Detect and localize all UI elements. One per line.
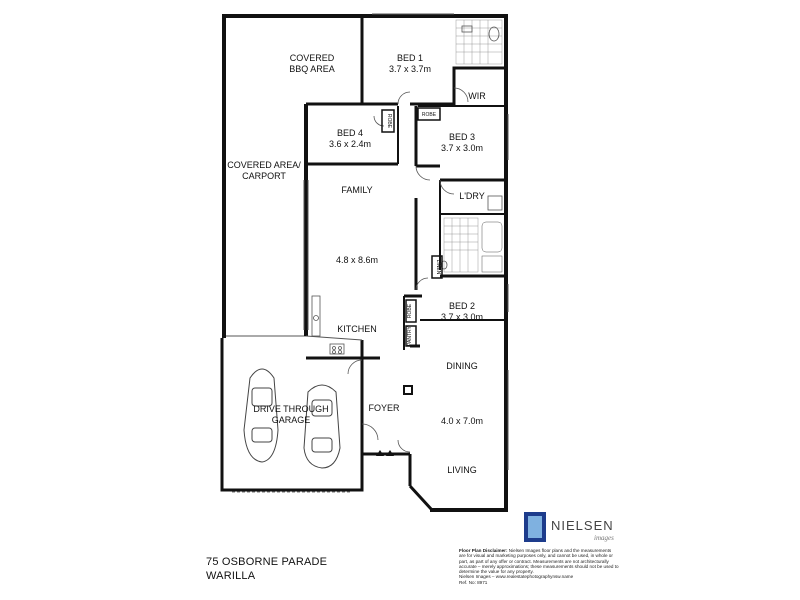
address-line1: 75 OSBORNE PARADE bbox=[206, 556, 328, 568]
windows bbox=[303, 13, 509, 470]
label-wir: WIR bbox=[468, 91, 486, 101]
label-covered-bbq-2: BBQ AREA bbox=[289, 64, 335, 74]
label-bed4-size: 3.6 x 2.4m bbox=[329, 139, 371, 149]
doors bbox=[347, 87, 469, 453]
disclaimer-ref: Ref. No: 8971 bbox=[459, 579, 488, 585]
robe-boxes bbox=[381, 107, 443, 347]
car-left-icon bbox=[243, 368, 279, 463]
label-living-size: 4.0 x 7.0m bbox=[441, 416, 483, 426]
label-bed4: BED 4 bbox=[337, 128, 363, 138]
outer-walls bbox=[222, 14, 508, 512]
nielsen-logo: NIELSEN images bbox=[524, 512, 624, 546]
label-bed1-size: 3.7 x 3.7m bbox=[389, 64, 431, 74]
label-living: LIVING bbox=[447, 465, 477, 475]
label-pantry: PANTRY bbox=[407, 325, 413, 345]
label-robe-bed4: ROBE bbox=[386, 114, 392, 129]
label-bed1: BED 1 bbox=[397, 53, 423, 63]
label-kitchen: KITCHEN bbox=[337, 324, 377, 334]
label-covered-bbq-1: COVERED bbox=[290, 53, 335, 63]
label-dining: DINING bbox=[446, 361, 478, 371]
label-linen: LINEN bbox=[435, 260, 441, 275]
fixtures bbox=[311, 25, 503, 395]
address-line2: WARILLA bbox=[206, 570, 256, 582]
label-robe-bed2: ROBE bbox=[407, 303, 413, 318]
logo-text: NIELSEN bbox=[551, 518, 614, 533]
disclaimer-heading: Floor Plan Disclaimer: bbox=[459, 548, 508, 553]
label-garage-2: GARAGE bbox=[272, 415, 311, 425]
car-right-icon bbox=[303, 384, 341, 469]
label-covered-carport-2: CARPORT bbox=[242, 171, 286, 181]
disclaimer-company: Nielsen Images – www.realestatephotograp… bbox=[459, 574, 574, 580]
disclaimer-body: Nielsen Images floor plans and the measu… bbox=[459, 548, 619, 575]
ensuite-tiles bbox=[455, 19, 503, 65]
label-laundry: L'DRY bbox=[459, 191, 485, 201]
entry-steps bbox=[376, 450, 394, 456]
label-bed3: BED 3 bbox=[449, 132, 475, 142]
label-bed2: BED 2 bbox=[449, 301, 475, 311]
label-foyer: FOYER bbox=[368, 403, 400, 413]
label-garage-1: DRIVE THROUGH bbox=[253, 404, 328, 414]
label-covered-carport-1: COVERED AREA/ bbox=[227, 160, 301, 170]
label-family-size: 4.8 x 8.6m bbox=[336, 255, 378, 265]
floor-plan-disclaimer: Floor Plan Disclaimer: Nielsen Images fl… bbox=[459, 548, 619, 585]
label-robe-bed3: ROBE bbox=[422, 112, 437, 118]
label-bed3-size: 3.7 x 3.0m bbox=[441, 143, 483, 153]
label-family: FAMILY bbox=[341, 185, 372, 195]
bathroom-tiles bbox=[443, 217, 503, 273]
logo-sub: images bbox=[594, 534, 614, 542]
logo-mark-icon bbox=[524, 512, 546, 542]
label-bed2-size: 3.7 x 3.0m bbox=[441, 312, 483, 322]
house-walls bbox=[306, 16, 506, 512]
